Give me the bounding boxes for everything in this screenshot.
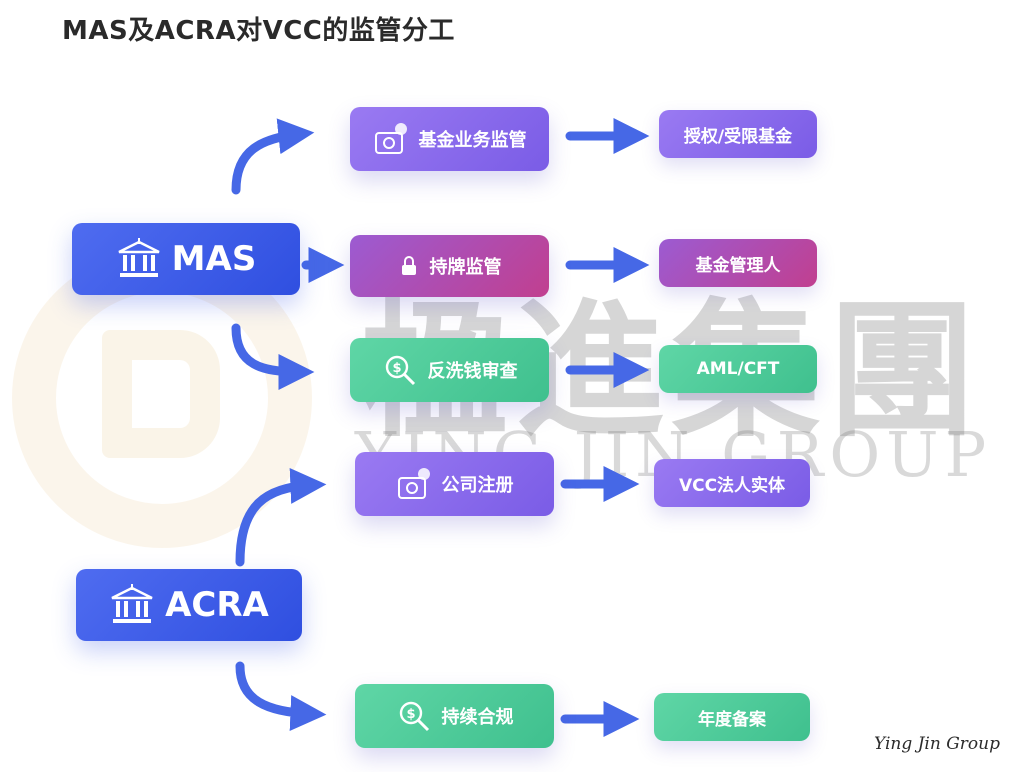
acra-label: ACRA xyxy=(165,585,269,625)
curve-arrow-mas-aml xyxy=(231,323,315,390)
watermark-logo-mark xyxy=(102,330,220,458)
function-aml-review: $ 反洗钱审查 xyxy=(350,338,549,402)
page-title: MAS及ACRA对VCC的监管分工 xyxy=(62,16,455,46)
lock-icon xyxy=(398,255,420,277)
target-label: AML/CFT xyxy=(696,359,780,379)
bank-icon xyxy=(116,238,162,280)
magnifier-dollar-icon: $ xyxy=(396,698,432,734)
function-company-registration: 公司注册 xyxy=(355,452,554,516)
acra-box: ACRA xyxy=(76,569,302,641)
function-ongoing-compliance: $ 持续合规 xyxy=(355,684,554,748)
magnifier-dollar-icon: $ xyxy=(382,352,418,388)
function-fund-supervision: 基金业务监管 xyxy=(350,107,549,171)
svg-text:$: $ xyxy=(392,361,401,376)
function-label: 基金业务监管 xyxy=(418,130,527,151)
curve-arrow-acra-register xyxy=(235,467,327,567)
bank-icon xyxy=(109,584,155,626)
function-label: 持牌监管 xyxy=(429,257,502,278)
target-vcc-entity: VCC法人实体 xyxy=(654,459,810,507)
function-label: 公司注册 xyxy=(441,475,514,496)
target-label: 基金管理人 xyxy=(695,255,781,276)
safe-money-icon xyxy=(396,466,432,502)
mas-label: MAS xyxy=(171,239,257,279)
mas-box: MAS xyxy=(72,223,300,295)
target-label: VCC法人实体 xyxy=(678,475,786,496)
target-fund-manager: 基金管理人 xyxy=(659,239,817,287)
curve-arrow-mas-fund xyxy=(231,118,315,195)
curve-arrow-acra-compliance xyxy=(235,661,327,732)
svg-text:$: $ xyxy=(406,707,415,722)
target-aml-cft: AML/CFT xyxy=(659,345,817,393)
target-label: 年度备案 xyxy=(698,709,766,730)
safe-money-icon xyxy=(373,121,409,157)
function-label: 反洗钱审查 xyxy=(427,361,518,382)
function-license-supervision: 持牌监管 xyxy=(350,235,549,297)
function-label: 持续合规 xyxy=(441,707,514,728)
target-label: 授权/受限基金 xyxy=(683,126,793,147)
target-authorized-fund: 授权/受限基金 xyxy=(659,110,817,158)
signature: Ying Jin Group xyxy=(874,734,1000,754)
target-annual-filing: 年度备案 xyxy=(654,693,810,741)
